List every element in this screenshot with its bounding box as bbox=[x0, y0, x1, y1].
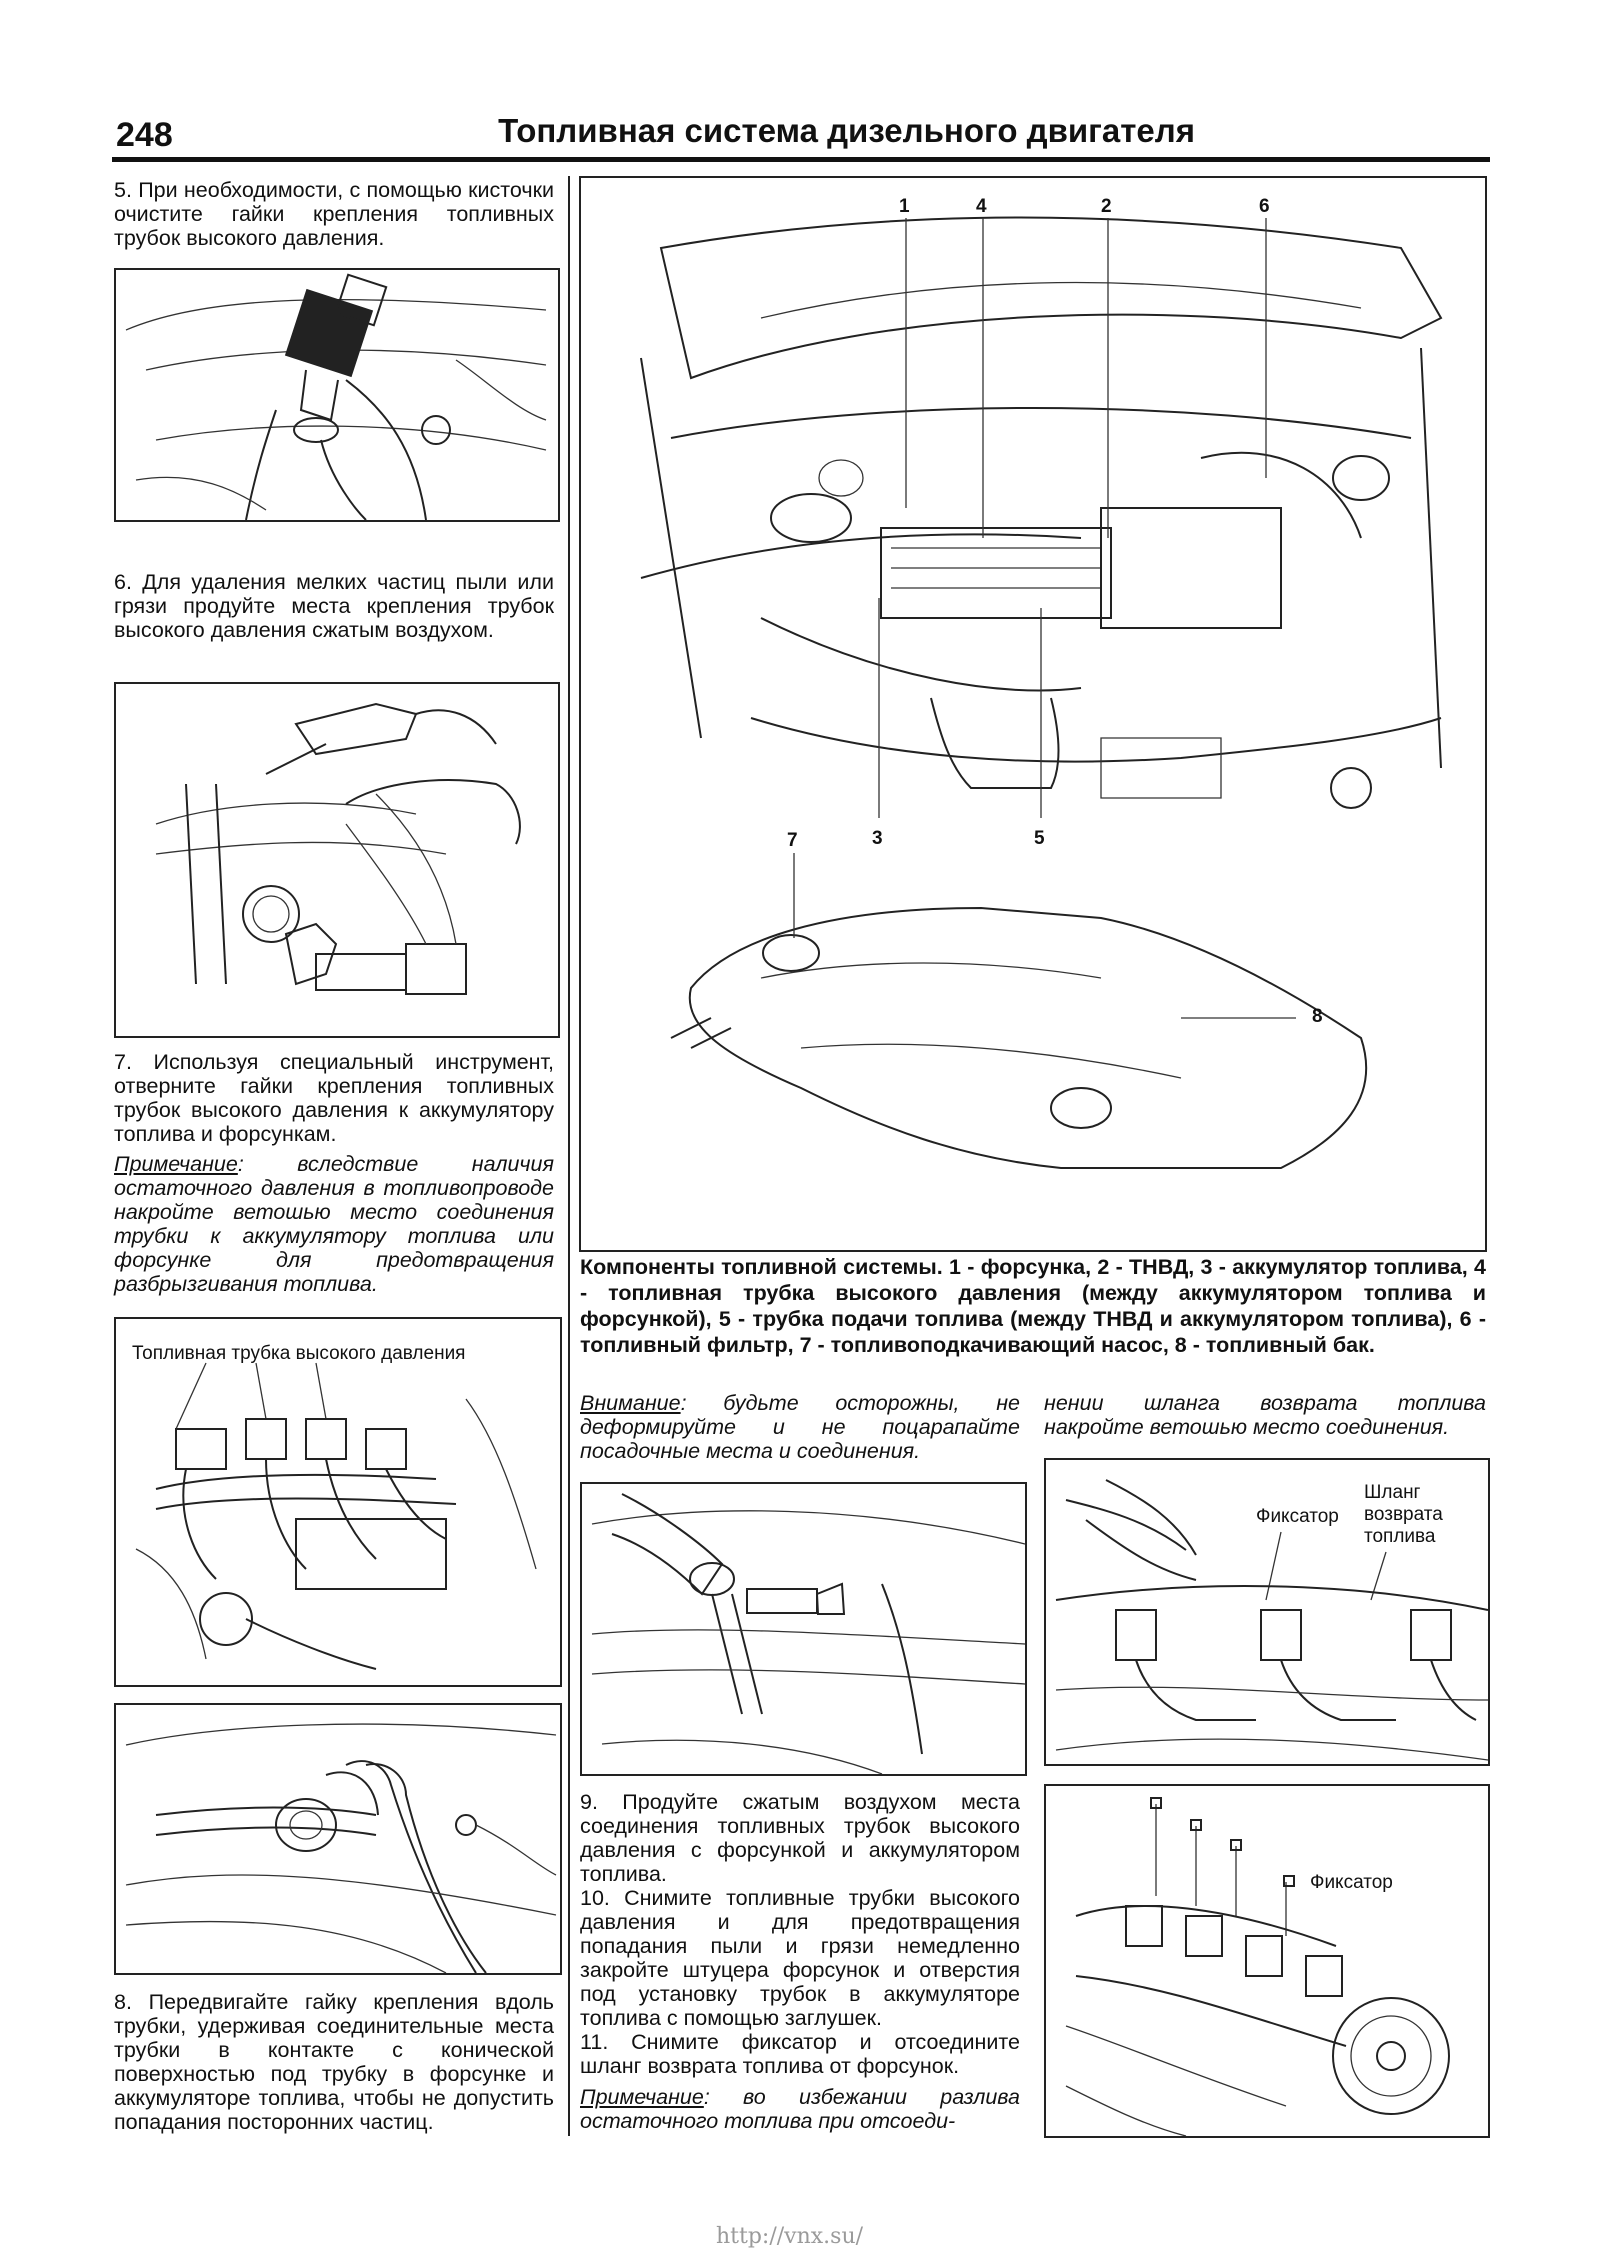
footer-url: http://vnx.su/ bbox=[716, 2224, 864, 2249]
callout-5: 5 bbox=[1034, 828, 1045, 849]
warning-text: : будьте осторожны, не деформируйте и не… bbox=[580, 1391, 1020, 1463]
figure-return-hose: Фиксатор Шланг возврата топлива bbox=[1044, 1458, 1490, 1766]
callout-6: 6 bbox=[1259, 196, 1270, 217]
figure-compressed-air bbox=[114, 682, 560, 1038]
fig-return-fixator-label: Фиксатор bbox=[1256, 1506, 1339, 1527]
callout-4: 4 bbox=[976, 196, 987, 217]
page-title: Топливная система дизельного двигателя bbox=[498, 112, 1195, 149]
tube-nut-illustration bbox=[125, 1723, 557, 1973]
callout-2: 2 bbox=[1101, 196, 1112, 217]
warning-label: Внимание bbox=[580, 1391, 681, 1415]
step-11-text: 11. Снимите фиксатор и отсоедините шланг… bbox=[580, 2030, 1020, 2078]
engine-fixators-illustration bbox=[1065, 1797, 1450, 2136]
figure-air-blowing bbox=[580, 1482, 1027, 1776]
step-9-text: 9. Продуйте сжатым воздухом места соедин… bbox=[580, 1790, 1020, 1886]
note-7-label: Примечание bbox=[114, 1152, 238, 1176]
figure-caption: Компоненты топливной системы. 1 - форсун… bbox=[580, 1255, 1486, 1357]
fig-engine-fixator-label: Фиксатор bbox=[1310, 1872, 1393, 1893]
step-7-text: 7. Используя специальный инструмент, отв… bbox=[114, 1050, 554, 1146]
note-11: Примечание: во избежании разлива остаточ… bbox=[580, 2085, 1020, 2133]
figure-engine-fixators: Фиксатор bbox=[1044, 1784, 1490, 2138]
callout-3: 3 bbox=[872, 828, 883, 849]
step-5-text: 5. При необходимости, с помощью кисточки… bbox=[114, 178, 554, 250]
column-divider bbox=[568, 176, 570, 2136]
note-continuation: нении шланга возврата топлива накройте в… bbox=[1044, 1391, 1486, 1439]
callout-7: 7 bbox=[787, 830, 798, 851]
note-11-label: Примечание bbox=[580, 2085, 704, 2109]
page-number: 248 bbox=[116, 116, 173, 154]
figure-brush-cleaning bbox=[114, 268, 560, 522]
figure-tube-nut bbox=[114, 1703, 562, 1975]
step-8-text: 8. Передвигайте гайку крепления вдоль тр… bbox=[114, 1990, 554, 2134]
fig-return-hose-label: Шланг возврата топлива bbox=[1364, 1482, 1443, 1547]
return-hose-illustration bbox=[1055, 1479, 1488, 1761]
air-blowing-illustration bbox=[591, 1493, 1025, 1774]
fig-hp-tube-label: Топливная трубка высокого давления bbox=[132, 1343, 466, 1364]
air-gun-illustration bbox=[155, 702, 521, 995]
callout-1: 1 bbox=[899, 196, 910, 217]
header-rule bbox=[112, 157, 1490, 162]
note-7: Примечание: вследствие наличия остаточно… bbox=[114, 1152, 554, 1296]
hp-tubes-illustration bbox=[135, 1362, 537, 1670]
figure-high-pressure-tubes: Топливная трубка высокого давления bbox=[114, 1317, 562, 1687]
figure-fuel-system-components: 1 4 2 6 3 5 7 8 bbox=[579, 176, 1487, 1252]
warning-note: Внимание: будьте осторожны, не деформиру… bbox=[580, 1391, 1020, 1463]
note-11-text: : во избежании разлива остаточного топли… bbox=[580, 2085, 1020, 2133]
note-7-text: : вследствие наличия остаточного давлени… bbox=[114, 1152, 554, 1296]
step-10-text: 10. Снимите топливные трубки высокого да… bbox=[580, 1886, 1020, 2030]
step-6-text: 6. Для удаления мелких частиц пыли или г… bbox=[114, 570, 554, 642]
fuel-system-illustration bbox=[640, 216, 1443, 1169]
callout-8: 8 bbox=[1312, 1006, 1323, 1027]
brush-illustration bbox=[125, 273, 547, 520]
